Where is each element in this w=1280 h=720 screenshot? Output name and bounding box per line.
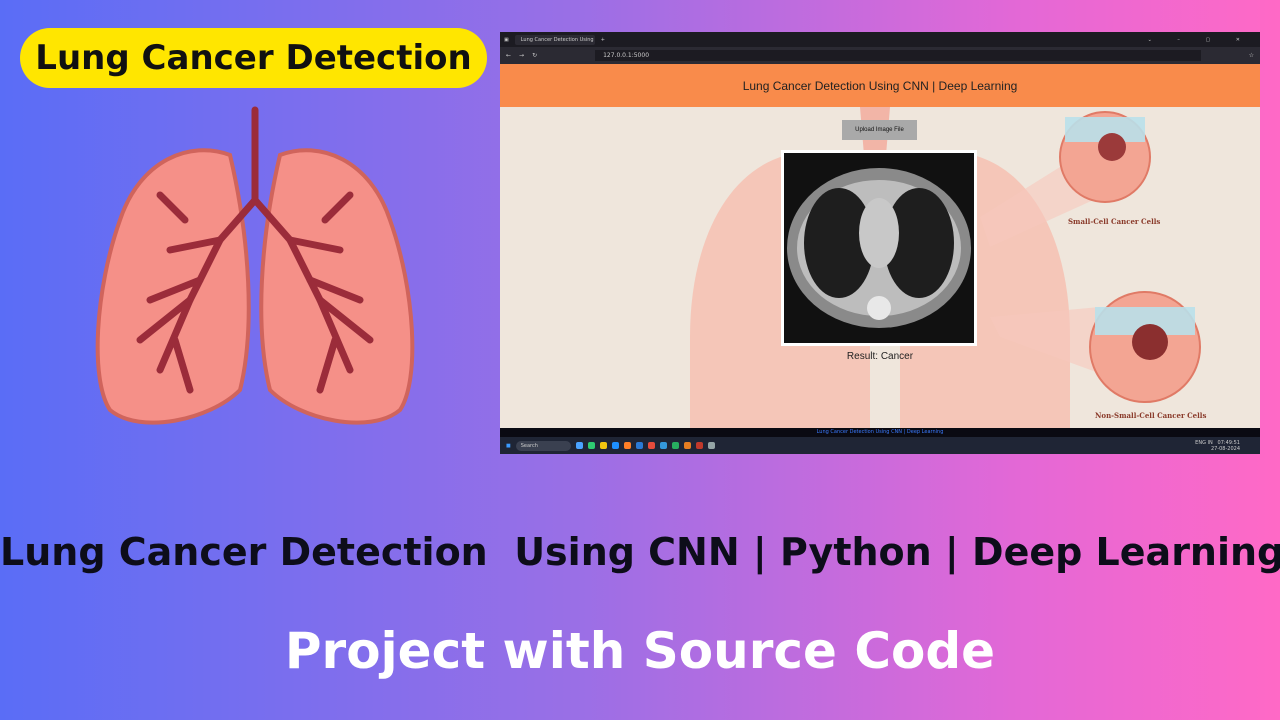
window-controls[interactable]: ⌄ – ▢ ✕: [1147, 36, 1252, 43]
browser-tab[interactable]: Lung Cancer Detection Using CNN: [514, 34, 595, 45]
bookmark-star-icon[interactable]: ☆: [1248, 52, 1254, 59]
url-input[interactable]: 127.0.0.1:5000: [595, 50, 1201, 61]
page-footer: Lung Cancer Detection Using CNN | Deep L…: [500, 428, 1260, 437]
app-icon[interactable]: [671, 442, 679, 449]
small-cell-label: Small-Cell Cancer Cells: [1068, 217, 1161, 226]
ct-scan-image: [781, 150, 977, 346]
back-icon[interactable]: ←: [506, 52, 512, 59]
upload-image-button[interactable]: Upload Image File: [842, 120, 917, 140]
tab-overview-icon[interactable]: ▣: [504, 36, 509, 43]
folder-icon[interactable]: [599, 442, 607, 449]
whatsapp-icon[interactable]: [587, 442, 595, 449]
new-tab-icon[interactable]: +: [600, 36, 605, 43]
terminal-icon[interactable]: [707, 442, 715, 449]
firefox-icon[interactable]: [623, 442, 631, 449]
app-icon[interactable]: [659, 442, 667, 449]
app-icon[interactable]: [575, 442, 583, 449]
vscode-icon[interactable]: [635, 442, 643, 449]
reload-icon[interactable]: ↻: [532, 52, 538, 59]
app-icon[interactable]: [647, 442, 655, 449]
brave-icon[interactable]: [683, 442, 691, 449]
taskbar-search[interactable]: Search: [515, 440, 571, 451]
non-small-cell-label: Non-Small-Cell Cancer Cells: [1095, 411, 1207, 420]
forward-icon[interactable]: →: [519, 52, 525, 59]
app-screenshot: ▣ Lung Cancer Detection Using CNN + ⌄ – …: [500, 32, 1260, 454]
page-title: Lung Cancer Detection Using CNN | Deep L…: [500, 64, 1260, 107]
browser-tabbar: ▣ Lung Cancer Detection Using CNN + ⌄ – …: [500, 32, 1260, 47]
subtitle: Project with Source Code: [284, 622, 996, 680]
opera-icon[interactable]: [695, 442, 703, 449]
lungs-illustration: [95, 106, 415, 425]
edge-icon[interactable]: [611, 442, 619, 449]
headline: Lung Cancer Detection Using CNN | Python…: [0, 530, 1280, 574]
windows-start-icon[interactable]: ■: [506, 442, 511, 449]
app-content: Upload Image File Result: Cancer Small-C…: [500, 107, 1260, 428]
address-bar: ← → ↻ 127.0.0.1:5000 ☆: [500, 47, 1260, 64]
title-badge: Lung Cancer Detection: [20, 28, 487, 88]
result-text: Result: Cancer: [846, 351, 914, 362]
